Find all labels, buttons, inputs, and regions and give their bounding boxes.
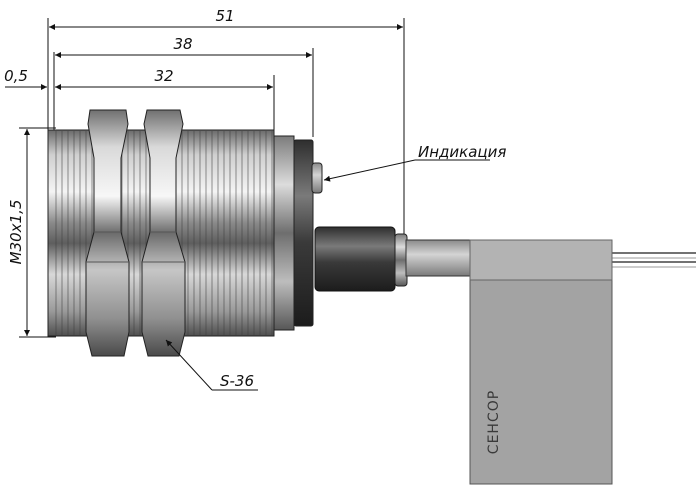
dim-label-thread: М30х1,5 (7, 200, 25, 265)
callout-wrench-size: S-36 (165, 339, 258, 391)
led-indicator (311, 162, 323, 194)
dim-label-32: 32 (154, 67, 173, 85)
callout-wrench-leader (165, 339, 213, 391)
dim-label-51: 51 (215, 7, 234, 25)
flange (273, 135, 314, 331)
dim-label-38: 38 (173, 35, 192, 53)
label-tag: СЕНСОР (469, 239, 613, 485)
brand-label: СЕНСОР (486, 390, 502, 454)
callout-indication-leader (323, 159, 416, 182)
hex-nut-right (141, 109, 186, 357)
callout-wrench-label: S-36 (220, 372, 254, 390)
callout-indication-label: Индикация (418, 143, 506, 161)
dim-label-gap: 0,5 (4, 67, 28, 85)
hex-nut-left (85, 109, 130, 357)
cable-gland (314, 226, 408, 292)
dimension-lines (5, 18, 405, 338)
callout-indication: Индикация (323, 143, 506, 182)
